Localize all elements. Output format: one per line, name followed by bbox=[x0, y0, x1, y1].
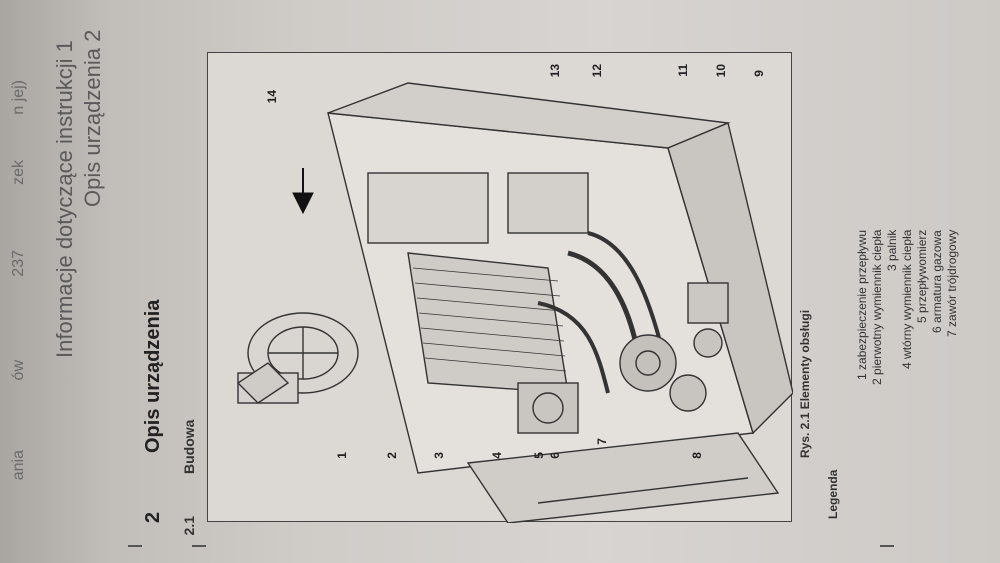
legend-label: wtórny wymiennik ciepła bbox=[900, 230, 914, 360]
callout-5: 5 bbox=[532, 452, 546, 459]
legend-item: 7 zawór trójdrogowy bbox=[945, 230, 959, 530]
figure-caption: Rys. 2.1 Elementy obsługi bbox=[798, 310, 812, 459]
legend-number: 4 bbox=[900, 362, 914, 370]
margin-rule bbox=[128, 545, 142, 547]
legend-item: 2 pierwotny wymiennik ciepła bbox=[870, 230, 884, 530]
legend-item: 4 wtórny wymiennik ciepła bbox=[900, 230, 914, 530]
callout-14: 14 bbox=[265, 90, 279, 104]
callout-8: 8 bbox=[690, 452, 704, 459]
margin-rule bbox=[192, 545, 206, 547]
left-fragment: 237 bbox=[10, 250, 27, 277]
callout-12: 12 bbox=[590, 64, 604, 78]
callout-2: 2 bbox=[385, 452, 399, 459]
left-fragment: zek bbox=[10, 160, 27, 185]
left-fragment: ów bbox=[10, 360, 27, 381]
legend-title: Legenda bbox=[826, 470, 840, 520]
previous-page-edge: ania ów 237 zek n jej) bbox=[0, 0, 115, 563]
legend-label: pierwotny wymiennik ciepła bbox=[870, 230, 884, 376]
section-title: Opis urządzenia bbox=[142, 300, 164, 454]
legend-label: zabezpieczenie przepływu bbox=[855, 230, 869, 371]
legend-number: 3 bbox=[885, 264, 899, 272]
legend-item: 6 armatura gazowa bbox=[930, 230, 944, 530]
callout-10: 10 bbox=[714, 64, 728, 78]
boiler-diagram bbox=[207, 52, 794, 524]
legend-number: 5 bbox=[915, 316, 929, 324]
legend-item: 5 przepływomierz bbox=[915, 230, 929, 530]
left-fragment: n jej) bbox=[10, 80, 27, 115]
margin-rule bbox=[880, 545, 894, 547]
boiler-illustration bbox=[236, 82, 794, 524]
left-fragment: ania bbox=[10, 450, 27, 481]
callout-7: 7 bbox=[595, 438, 609, 445]
running-header-line2: Opis urządzenia 2 bbox=[80, 30, 105, 208]
section-number: 2 bbox=[142, 512, 164, 524]
callout-11: 11 bbox=[676, 64, 690, 77]
legend-number: 6 bbox=[930, 326, 944, 333]
legend-item: 3 palnik bbox=[885, 230, 899, 530]
callout-1: 1 bbox=[335, 452, 349, 459]
legend-number: 7 bbox=[945, 330, 959, 338]
legend-label: zawór trójdrogowy bbox=[945, 230, 959, 328]
callout-4: 4 bbox=[490, 452, 504, 459]
legend-label: przepływomierz bbox=[915, 230, 929, 314]
callout-9: 9 bbox=[752, 70, 766, 77]
legend-label: armatura gazowa bbox=[930, 230, 944, 323]
legend-label: palnik bbox=[885, 230, 899, 262]
legend-number: 2 bbox=[870, 378, 884, 386]
callout-6: 6 bbox=[548, 452, 562, 459]
legend-number: 1 bbox=[855, 373, 869, 381]
running-header-line1: Informacje dotyczące instrukcji 1 bbox=[52, 40, 77, 358]
subsection-title: Budowa bbox=[181, 420, 197, 475]
subsection-number: 2.1 bbox=[181, 516, 197, 536]
callout-13: 13 bbox=[548, 64, 562, 78]
callout-3: 3 bbox=[432, 452, 446, 459]
legend-item: 1 zabezpieczenie przepływu bbox=[855, 230, 869, 530]
